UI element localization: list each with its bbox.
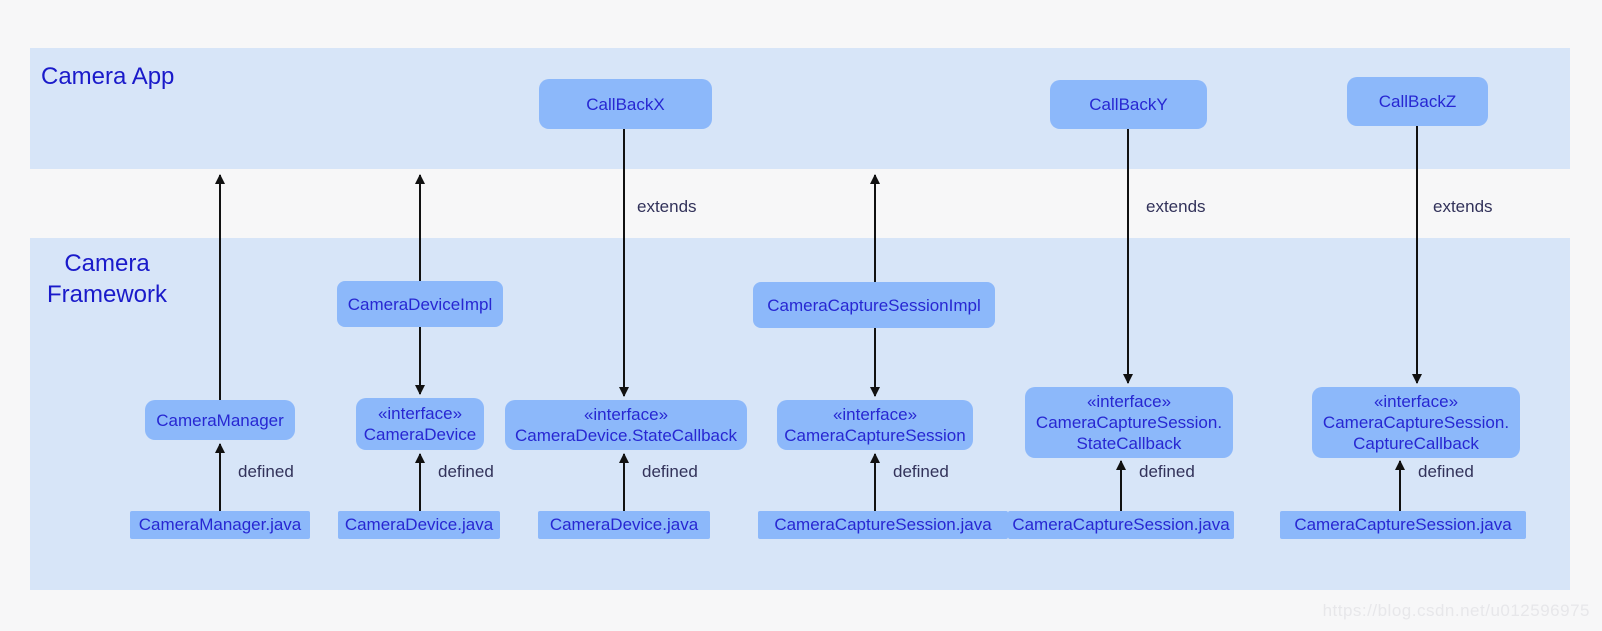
node-label: CameraCaptureSession. xyxy=(1322,413,1510,432)
file-label: CameraCaptureSession.java xyxy=(1294,515,1512,534)
node-interface-cameradevice: «interface» CameraDevice xyxy=(356,398,484,450)
stereotype-label: «interface» xyxy=(583,405,669,424)
node-label: CameraDeviceImpl xyxy=(347,294,493,314)
camera-app-layer-title: Camera App xyxy=(41,63,175,90)
camera-app-layer-band xyxy=(30,48,1570,169)
file-label: CameraCaptureSession.java xyxy=(1012,515,1230,534)
node-label: CallBackX xyxy=(586,94,665,114)
file-cameradevice-java-2: CameraDevice.java xyxy=(538,511,710,539)
node-interface-ccs-statecallback: «interface» CameraCaptureSession. StateC… xyxy=(1025,387,1233,458)
file-cameramanager-java: CameraManager.java xyxy=(130,511,310,539)
node-camercapturesessionimpl: CameraCaptureSessionImpl xyxy=(753,282,995,328)
edge-label-defined-5: defined xyxy=(1139,462,1195,481)
stereotype-label: «interface» xyxy=(1373,392,1459,411)
edge-label-extends-3: extends xyxy=(1433,197,1493,216)
node-label: CameraManager xyxy=(156,410,284,430)
edge-label-defined-3: defined xyxy=(642,462,698,481)
camera-framework-layer-title: Camera Framework xyxy=(46,250,167,309)
edge-label-extends-2: extends xyxy=(1146,197,1206,216)
node-label: CameraDevice.StateCallback xyxy=(514,426,738,445)
node-cameramanager: CameraManager xyxy=(145,400,295,440)
edge-label-defined-4: defined xyxy=(893,462,949,481)
edge-label-defined-1: defined xyxy=(238,462,294,481)
node-label-line2: StateCallback xyxy=(1076,434,1182,453)
file-cameradevice-java-1: CameraDevice.java xyxy=(338,511,500,539)
edge-label-extends-1: extends xyxy=(637,197,697,216)
file-label: CameraCaptureSession.java xyxy=(774,515,992,534)
file-camercapturesession-java-1: CameraCaptureSession.java xyxy=(758,511,1008,539)
stereotype-label: «interface» xyxy=(377,404,463,423)
node-label-line2: CaptureCallback xyxy=(1353,434,1479,453)
node-callbacky: CallBackY xyxy=(1050,80,1207,129)
stereotype-label: «interface» xyxy=(1086,392,1172,411)
csdn-watermark: https://blog.csdn.net/u012596975 xyxy=(1322,601,1590,620)
node-label: CameraCaptureSession xyxy=(784,426,966,445)
file-label: CameraDevice.java xyxy=(344,515,494,534)
edge-label-defined-6: defined xyxy=(1418,462,1474,481)
node-cameradeviceimpl: CameraDeviceImpl xyxy=(337,281,503,327)
node-label: CameraCaptureSessionImpl xyxy=(767,295,981,315)
node-interface-camercapturesession: «interface» CameraCaptureSession xyxy=(777,400,973,450)
node-interface-ccs-capturecallback: «interface» CameraCaptureSession. Captur… xyxy=(1312,387,1520,458)
file-label: CameraDevice.java xyxy=(549,515,699,534)
file-label: CameraManager.java xyxy=(138,515,302,534)
edge-label-defined-2: defined xyxy=(438,462,494,481)
node-label: CameraDevice xyxy=(363,425,477,444)
node-label: CallBackY xyxy=(1089,95,1168,114)
node-label: CallBackZ xyxy=(1378,92,1457,111)
file-camercapturesession-java-3: CameraCaptureSession.java xyxy=(1280,511,1526,539)
file-camercapturesession-java-2: CameraCaptureSession.java xyxy=(1008,511,1234,539)
node-label: CameraCaptureSession. xyxy=(1035,413,1223,432)
node-interface-cameradevice-statecallback: «interface» CameraDevice.StateCallback xyxy=(505,400,747,450)
node-callbackz: CallBackZ xyxy=(1347,77,1488,126)
node-callbackx: CallBackX xyxy=(539,79,712,129)
stereotype-label: «interface» xyxy=(832,405,918,424)
